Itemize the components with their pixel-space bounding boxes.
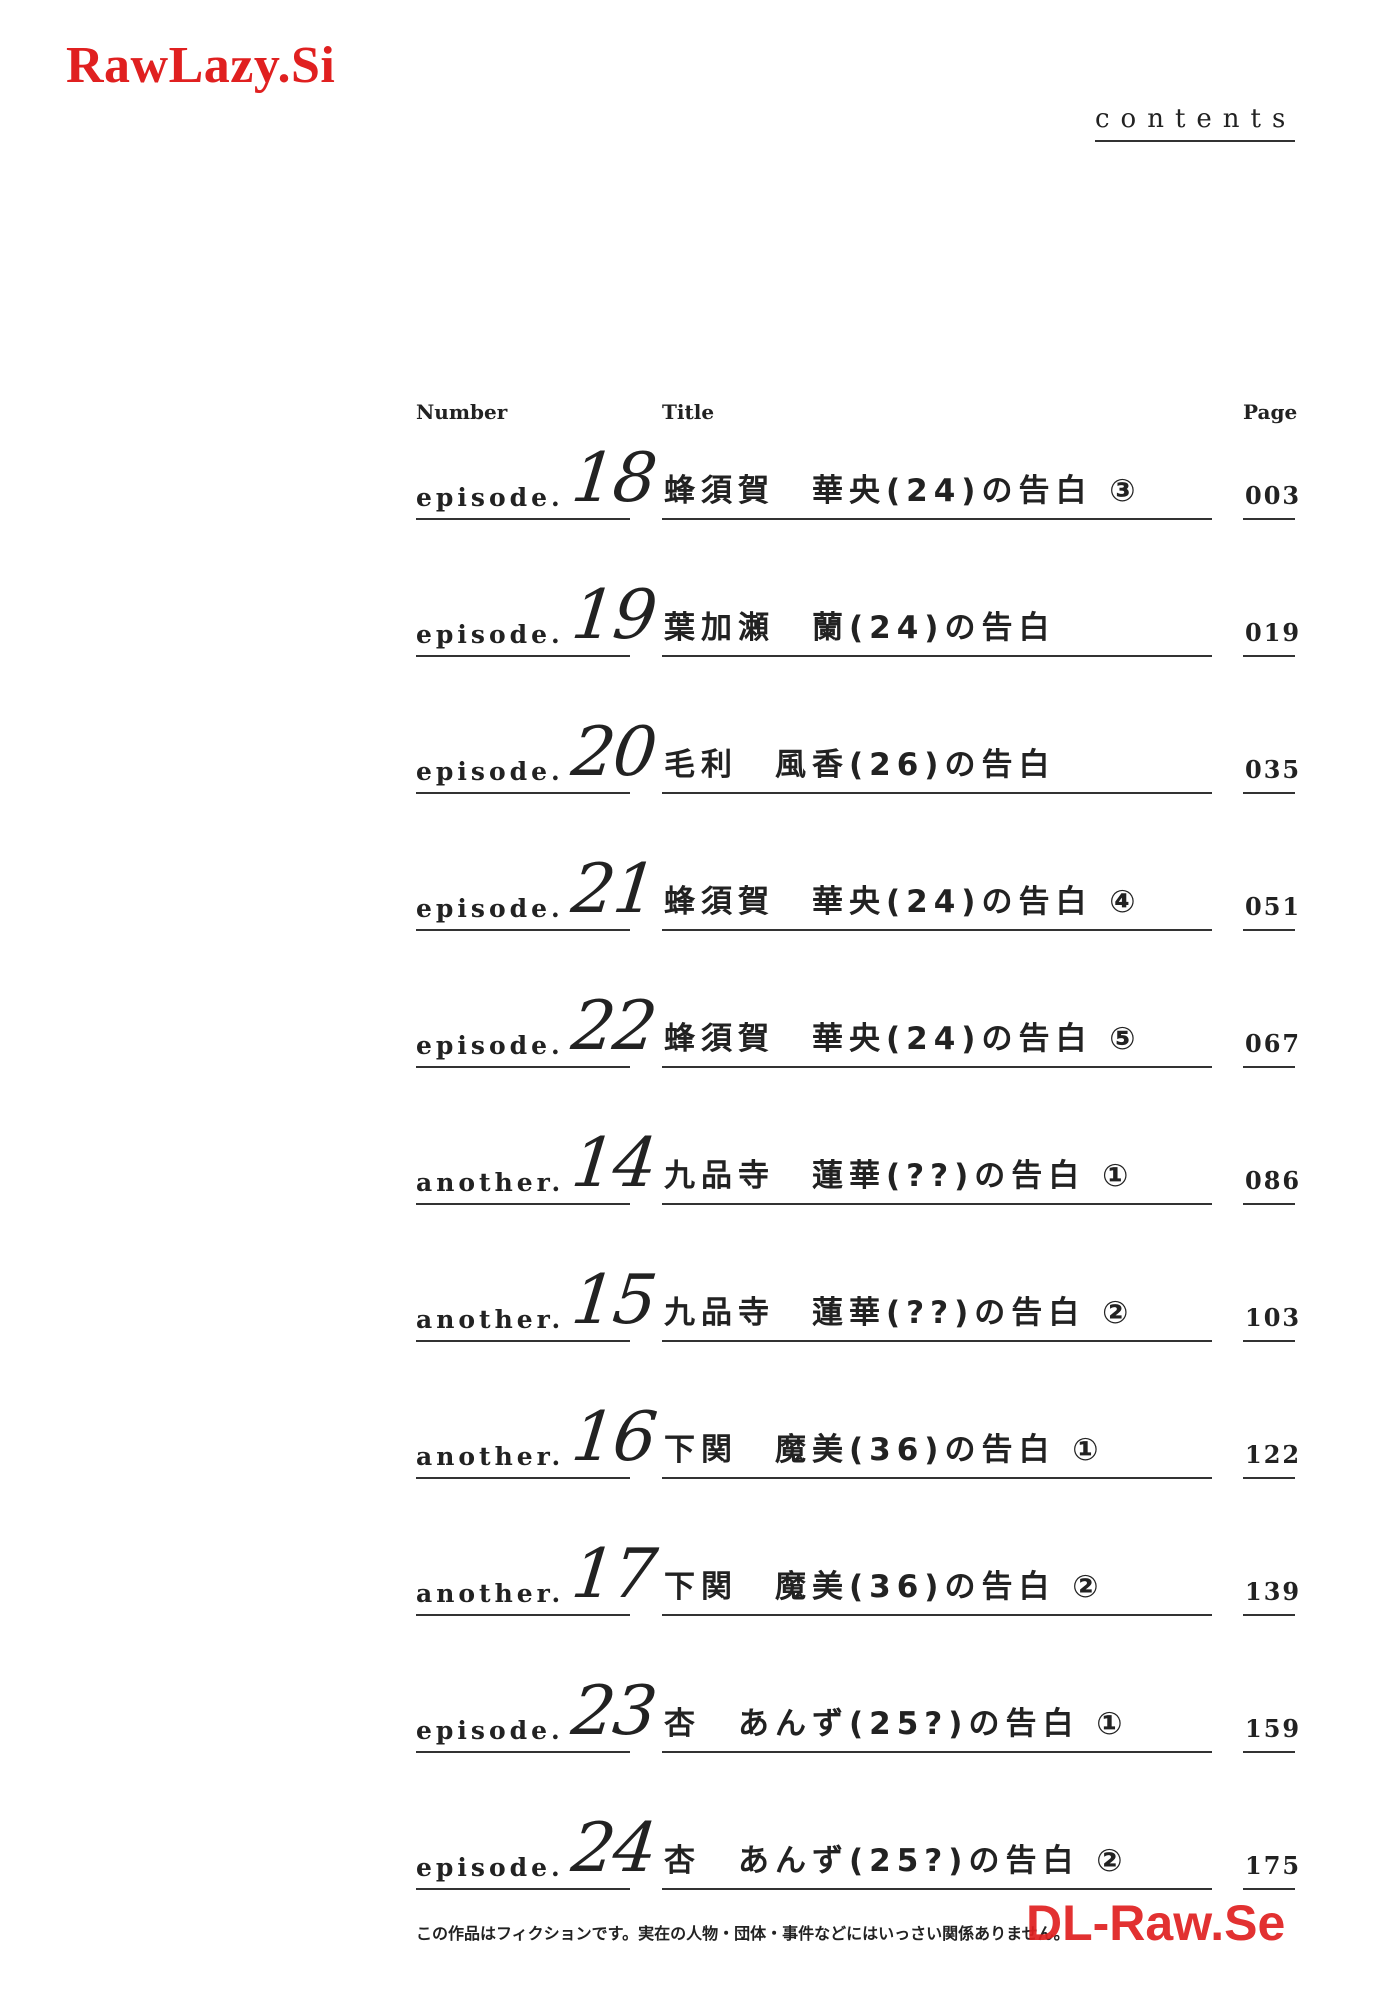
column-header-page: Page	[1243, 400, 1298, 424]
entry-kind: episode.	[416, 483, 564, 512]
entry-page-number: 103	[1245, 1303, 1302, 1332]
entry-number-value: 15	[567, 1261, 659, 1340]
fiction-disclaimer: この作品はフィクションです。実在の人物・団体・事件などにはいっさい関係ありません…	[416, 1924, 1070, 1943]
entry-kind: another.	[416, 1168, 565, 1197]
entry-number: another. 16	[416, 1398, 659, 1479]
entry-kind: episode.	[416, 757, 564, 786]
entry-number-value: 21	[567, 850, 659, 929]
entry-number: another. 15	[416, 1261, 659, 1342]
entry-title-text: 杏 あんず(25?)の告白 ②	[664, 1843, 1129, 1879]
entry-page: 003	[1243, 440, 1299, 520]
toc-row[interactable]: episode. 24 杏 あんず(25?)の告白 ② 175	[0, 1809, 1400, 1900]
entry-page-number: 003	[1245, 481, 1302, 510]
entry-page-number: 051	[1245, 892, 1302, 921]
entry-page-number: 019	[1245, 618, 1302, 647]
entry-title-text: 蜂須賀 華央(24)の告白 ③	[664, 473, 1142, 509]
entry-title-text: 九品寺 蓮華(??)の告白 ①	[664, 1158, 1135, 1194]
entry-number: episode. 22	[416, 987, 659, 1068]
entry-kind: another.	[416, 1579, 565, 1608]
toc-row[interactable]: episode. 18 蜂須賀 華央(24)の告白 ③ 003	[0, 439, 1400, 530]
entry-title: 蜂須賀 華央(24)の告白 ③	[662, 440, 1212, 520]
toc-row[interactable]: another. 15 九品寺 蓮華(??)の告白 ② 103	[0, 1261, 1400, 1352]
entry-kind: another.	[416, 1442, 565, 1471]
entry-page: 051	[1243, 851, 1299, 931]
entry-kind: episode.	[416, 1031, 564, 1060]
entry-number-value: 19	[567, 576, 659, 655]
entry-page-number: 175	[1245, 1851, 1302, 1880]
toc-row[interactable]: episode. 19 葉加瀬 蘭(24)の告白 019	[0, 576, 1400, 667]
entry-number-value: 14	[567, 1124, 659, 1203]
entry-title: 九品寺 蓮華(??)の告白 ①	[662, 1125, 1212, 1205]
entry-page-number: 159	[1245, 1714, 1302, 1743]
entry-number: another. 14	[416, 1124, 659, 1205]
entry-number: episode. 24	[416, 1809, 659, 1890]
entry-kind: episode.	[416, 1716, 564, 1745]
entry-page: 159	[1243, 1673, 1299, 1753]
entry-title: 九品寺 蓮華(??)の告白 ②	[662, 1262, 1212, 1342]
column-header-title: Title	[662, 400, 715, 424]
entry-number-value: 23	[567, 1672, 659, 1751]
entry-page: 067	[1243, 988, 1299, 1068]
entry-title-text: 九品寺 蓮華(??)の告白 ②	[664, 1295, 1135, 1331]
watermark-bottom: DL-Raw.Se	[1026, 1895, 1286, 1951]
entry-title-text: 毛利 風香(26)の告白	[664, 747, 1056, 783]
toc-row[interactable]: another. 14 九品寺 蓮華(??)の告白 ① 086	[0, 1124, 1400, 1215]
entry-title-text: 杏 あんず(25?)の告白 ①	[664, 1706, 1129, 1742]
entry-title-text: 下関 魔美(36)の告白 ①	[664, 1432, 1105, 1468]
entry-number-value: 24	[567, 1809, 659, 1888]
toc-row[interactable]: episode. 20 毛利 風香(26)の告白 035	[0, 713, 1400, 804]
entry-title: 杏 あんず(25?)の告白 ②	[662, 1810, 1212, 1890]
entry-number: episode. 19	[416, 576, 659, 657]
entry-title: 杏 あんず(25?)の告白 ①	[662, 1673, 1212, 1753]
entry-page: 086	[1243, 1125, 1299, 1205]
toc-row[interactable]: episode. 22 蜂須賀 華央(24)の告白 ⑤ 067	[0, 987, 1400, 1078]
entry-number: episode. 18	[416, 439, 659, 520]
entry-page: 175	[1243, 1810, 1299, 1890]
toc-row[interactable]: another. 17 下関 魔美(36)の告白 ② 139	[0, 1535, 1400, 1626]
entry-page-number: 139	[1245, 1577, 1302, 1606]
entry-title: 毛利 風香(26)の告白	[662, 714, 1212, 794]
entry-title: 下関 魔美(36)の告白 ①	[662, 1399, 1212, 1479]
entry-page: 035	[1243, 714, 1299, 794]
entry-number-value: 16	[567, 1398, 659, 1477]
entry-number-value: 18	[567, 439, 659, 518]
entry-number-value: 20	[567, 713, 659, 792]
entry-title-text: 葉加瀬 蘭(24)の告白	[664, 610, 1056, 646]
entry-number-value: 22	[567, 987, 659, 1066]
entry-page: 139	[1243, 1536, 1299, 1616]
entry-title-text: 蜂須賀 華央(24)の告白 ⑤	[664, 1021, 1142, 1057]
entry-number: another. 17	[416, 1535, 659, 1616]
entry-title-text: 蜂須賀 華央(24)の告白 ④	[664, 884, 1142, 920]
entry-title: 蜂須賀 華央(24)の告白 ④	[662, 851, 1212, 931]
entry-number: episode. 21	[416, 850, 659, 931]
entry-page-number: 086	[1245, 1166, 1302, 1195]
entry-title-text: 下関 魔美(36)の告白 ②	[664, 1569, 1105, 1605]
toc-row[interactable]: another. 16 下関 魔美(36)の告白 ① 122	[0, 1398, 1400, 1489]
toc-row[interactable]: episode. 23 杏 あんず(25?)の告白 ① 159	[0, 1672, 1400, 1763]
entry-number: episode. 20	[416, 713, 659, 794]
entry-number: episode. 23	[416, 1672, 659, 1753]
contents-heading: contents	[1095, 104, 1295, 142]
entry-page: 103	[1243, 1262, 1299, 1342]
entry-title: 葉加瀬 蘭(24)の告白	[662, 577, 1212, 657]
entry-kind: episode.	[416, 1853, 564, 1882]
entry-page-number: 122	[1245, 1440, 1302, 1469]
entry-page-number: 067	[1245, 1029, 1302, 1058]
column-header-number: Number	[416, 400, 508, 424]
entry-title: 下関 魔美(36)の告白 ②	[662, 1536, 1212, 1616]
entry-page-number: 035	[1245, 755, 1302, 784]
entry-title: 蜂須賀 華央(24)の告白 ⑤	[662, 988, 1212, 1068]
toc-row[interactable]: episode. 21 蜂須賀 華央(24)の告白 ④ 051	[0, 850, 1400, 941]
entry-page: 122	[1243, 1399, 1299, 1479]
entry-page: 019	[1243, 577, 1299, 657]
entry-kind: episode.	[416, 894, 564, 923]
watermark-top: RawLazy.Si	[66, 37, 336, 94]
entry-kind: episode.	[416, 620, 564, 649]
entry-number-value: 17	[567, 1535, 659, 1614]
entry-kind: another.	[416, 1305, 565, 1334]
